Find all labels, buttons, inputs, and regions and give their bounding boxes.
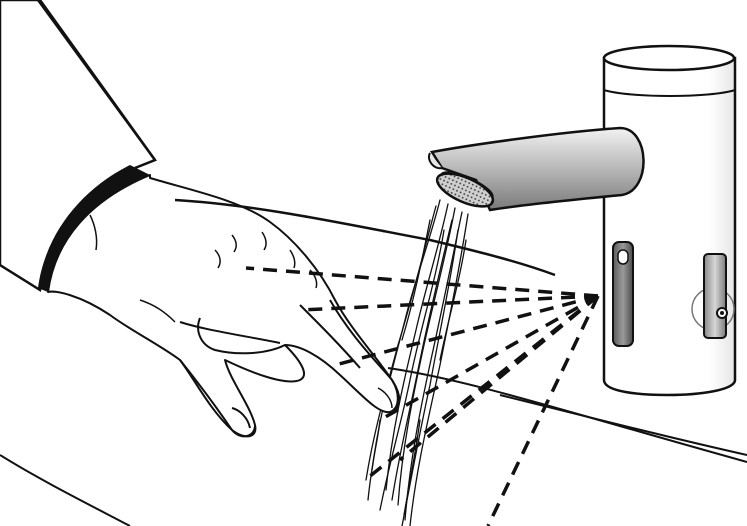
faucet-top bbox=[602, 44, 736, 72]
hand-back bbox=[47, 174, 401, 438]
shirt-cuff bbox=[0, 0, 157, 293]
sink-basin bbox=[0, 367, 747, 526]
knuckle-line-3 bbox=[261, 231, 267, 251]
detection-beam bbox=[379, 294, 599, 422]
faucet-collar-line bbox=[603, 89, 736, 97]
faucet-body bbox=[602, 44, 737, 397]
wrist-crease bbox=[89, 214, 98, 251]
cuff-band bbox=[38, 165, 150, 292]
sink-rim bbox=[174, 198, 556, 277]
knuckle-line-2 bbox=[231, 234, 237, 253]
sink-front-edge bbox=[0, 454, 131, 526]
sink-back-edge bbox=[387, 367, 747, 463]
sensor-lens bbox=[617, 249, 629, 265]
water-stream bbox=[365, 199, 469, 526]
sensor-window bbox=[612, 241, 634, 347]
finger-joint bbox=[309, 269, 318, 289]
finger-joint-2 bbox=[289, 249, 296, 269]
index-finger bbox=[329, 299, 399, 413]
detection-beam bbox=[299, 294, 599, 312]
hand bbox=[47, 174, 401, 438]
knuckle-line-1 bbox=[214, 249, 221, 269]
aerator bbox=[435, 171, 495, 208]
sensor-detection-field bbox=[245, 266, 600, 526]
fingernail bbox=[377, 387, 393, 409]
side-control bbox=[703, 253, 727, 339]
palm-crease bbox=[139, 299, 176, 323]
middle-finger bbox=[299, 304, 361, 369]
counter-edge bbox=[499, 394, 747, 456]
detection-beam bbox=[486, 295, 600, 526]
detection-beam bbox=[245, 266, 599, 298]
detection-beam bbox=[363, 294, 600, 482]
ring-finger bbox=[179, 321, 281, 344]
thumb bbox=[179, 359, 256, 438]
thumbnail bbox=[231, 407, 251, 429]
pinky-finger bbox=[197, 317, 286, 355]
faucet-spout bbox=[428, 126, 645, 212]
detection-beam bbox=[398, 294, 600, 462]
